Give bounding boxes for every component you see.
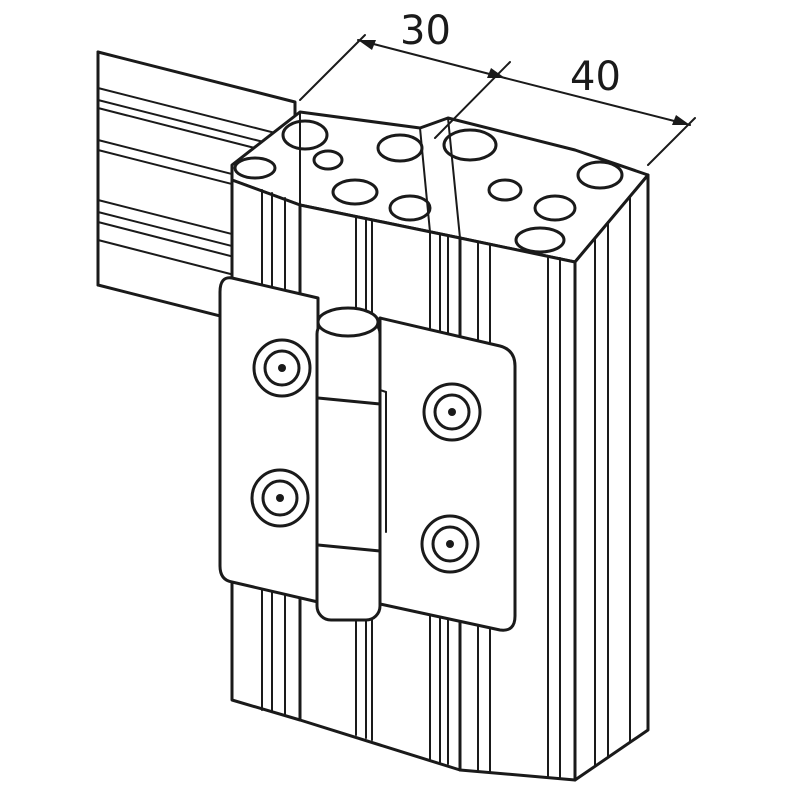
profile-core-hole — [312, 149, 344, 171]
profile-slot — [533, 194, 577, 222]
hinge — [218, 276, 517, 632]
profile-slot — [281, 119, 329, 151]
screw-left-bottom — [250, 468, 310, 528]
profile-core-hole — [487, 178, 523, 202]
profile-slot — [376, 133, 424, 163]
profile-slot — [233, 156, 277, 180]
profile-slot — [576, 160, 624, 190]
dimension-label-40: 40 — [570, 54, 621, 100]
hinge-barrel — [315, 318, 382, 622]
hinge-left-leaf — [218, 276, 320, 604]
dimension-annotations: 30 40 — [299, 8, 696, 166]
screw-left-top — [252, 338, 312, 398]
dimension-line-40 — [504, 77, 691, 126]
hinge-pin-top — [316, 306, 380, 338]
profile-slot — [388, 194, 432, 222]
dimension-label-30: 30 — [400, 8, 451, 54]
screw-right-top — [422, 382, 482, 442]
screw-right-bottom — [420, 514, 480, 574]
profile-slot — [442, 128, 498, 162]
profile-slot — [331, 178, 379, 206]
profile-slot — [514, 226, 566, 254]
hinge-right-leaf — [378, 316, 517, 632]
dimension-line-30 — [357, 39, 506, 79]
